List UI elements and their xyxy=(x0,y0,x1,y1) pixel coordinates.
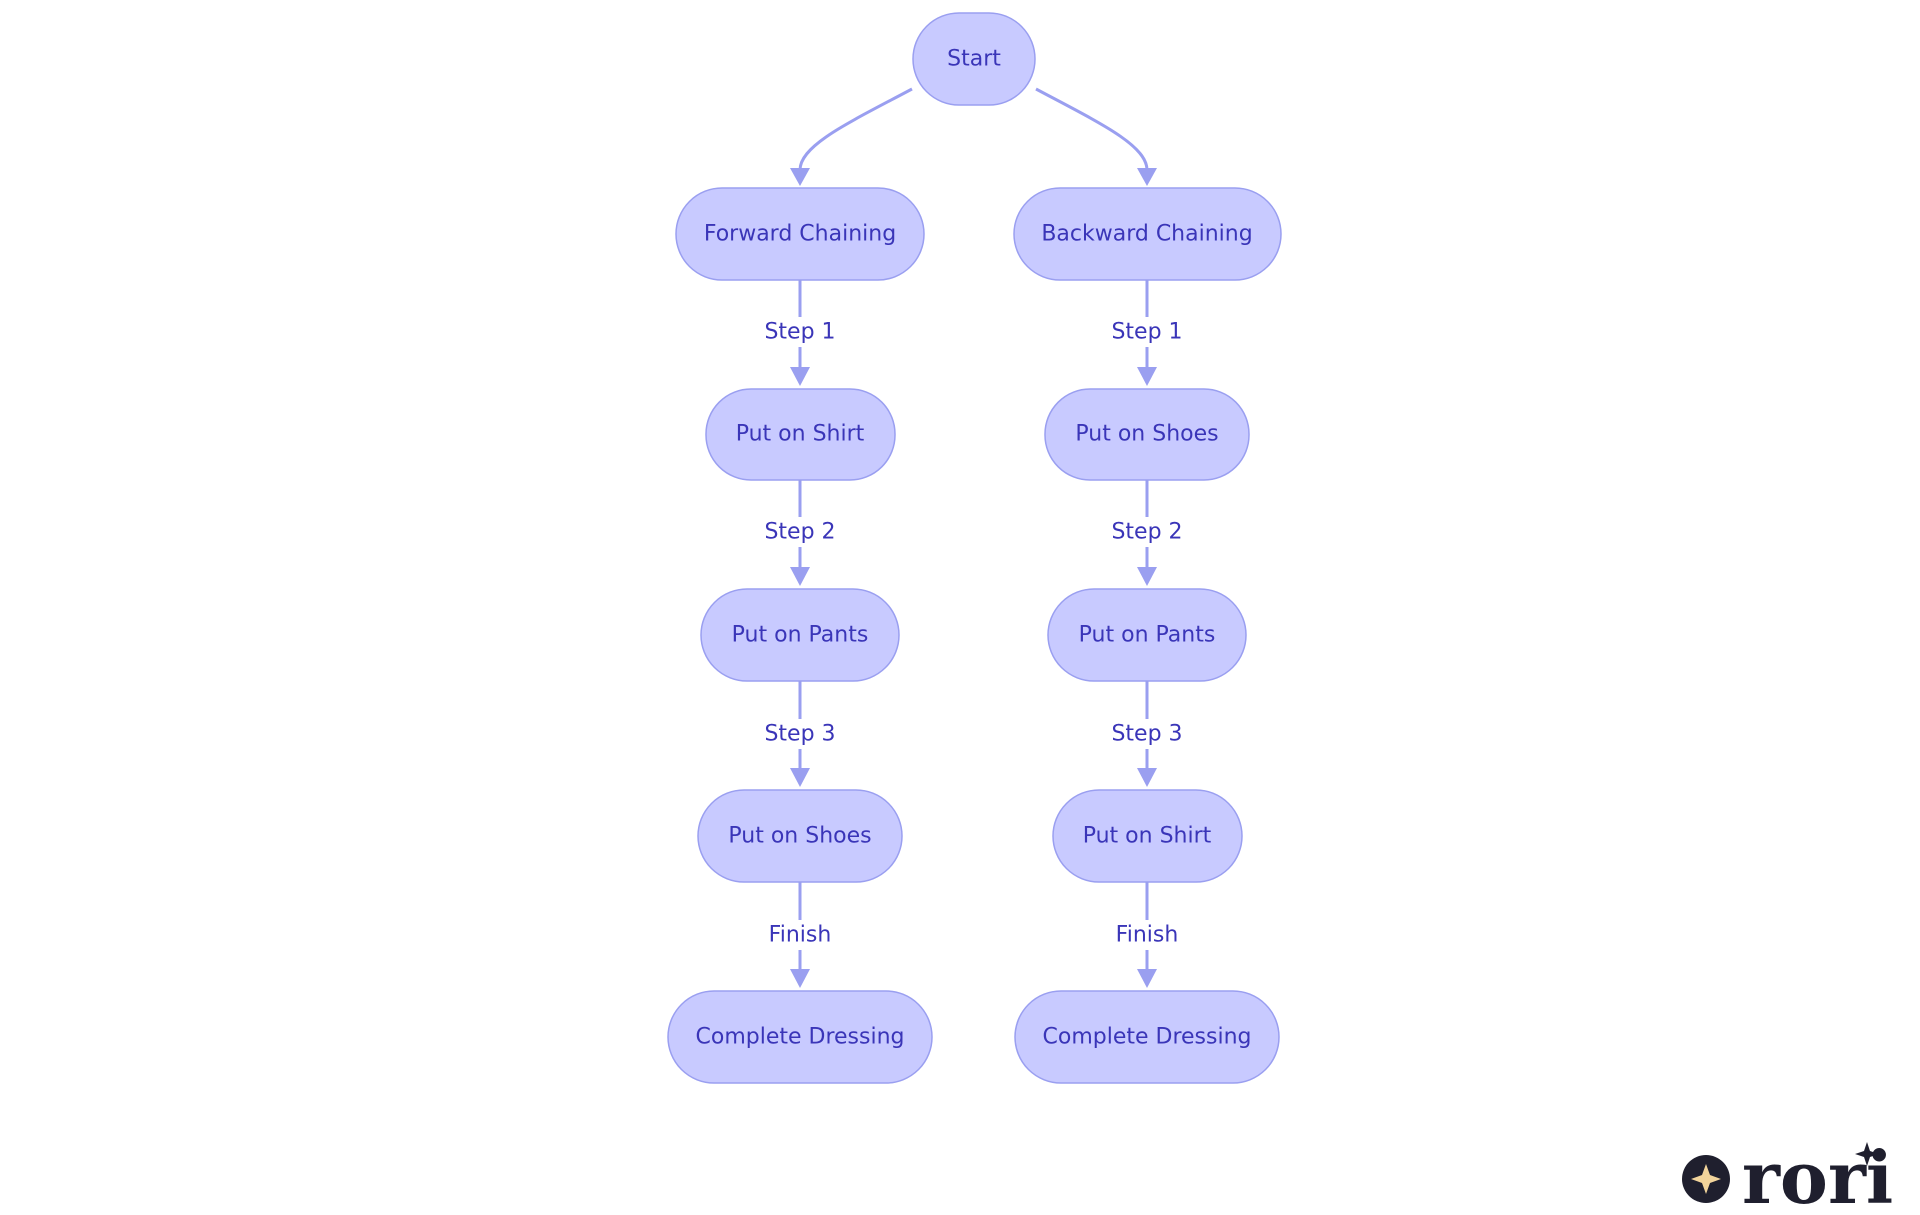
node-label: Complete Dressing xyxy=(696,1025,905,1050)
edge-label-bg xyxy=(1107,719,1187,749)
node-forward-put-on-shoes: Put on Shoes xyxy=(697,789,903,883)
arrow-head xyxy=(790,567,810,586)
arrow-head xyxy=(790,168,810,186)
node-backward-chaining: Backward Chaining xyxy=(1013,187,1282,281)
node-forward-put-on-shirt: Put on Shirt xyxy=(705,388,896,481)
node-label: Put on Shoes xyxy=(1075,422,1218,447)
node-label: Put on Shoes xyxy=(728,824,871,849)
arrow-head xyxy=(790,969,810,988)
edge-label-step1: Step 1 xyxy=(1111,320,1182,345)
brand-logo: rori xyxy=(1682,1135,1893,1215)
node-label: Put on Pants xyxy=(732,623,869,648)
edge-start-forward xyxy=(798,87,913,172)
edge-label-bg xyxy=(1107,920,1187,950)
edge-start-backward xyxy=(1035,87,1149,172)
node-backward-complete-dressing: Complete Dressing xyxy=(1014,990,1280,1084)
edge-label-bg xyxy=(760,719,840,749)
arrow-head xyxy=(1137,567,1157,586)
node-forward-complete-dressing: Complete Dressing xyxy=(667,990,933,1084)
edge-label-bg xyxy=(760,920,840,950)
node-label: Put on Shirt xyxy=(736,422,865,447)
edge-label-finish: Finish xyxy=(1116,923,1179,948)
arrow-head xyxy=(1137,168,1157,186)
node-forward-put-on-pants: Put on Pants xyxy=(700,588,900,682)
edge-label-step2: Step 2 xyxy=(764,520,835,545)
edge-label-step2: Step 2 xyxy=(1111,520,1182,545)
node-backward-put-on-shirt: Put on Shirt xyxy=(1052,789,1243,883)
edge-label-bg xyxy=(1107,317,1187,347)
node-backward-put-on-shoes: Put on Shoes xyxy=(1044,388,1250,481)
logo-wordmark: rori xyxy=(1742,1135,1893,1215)
node-backward-put-on-pants: Put on Pants xyxy=(1047,588,1247,682)
edge-label-bg xyxy=(760,517,840,547)
edge-label-finish: Finish xyxy=(769,923,832,948)
arrow-head xyxy=(1137,367,1157,386)
sparkle-icon xyxy=(1691,1164,1721,1194)
node-forward-chaining: Forward Chaining xyxy=(675,187,925,281)
edge-label-step3: Step 3 xyxy=(764,722,835,747)
edge-label-bg xyxy=(760,317,840,347)
logo-star-icon xyxy=(1855,1142,1879,1166)
node-label: Complete Dressing xyxy=(1043,1025,1252,1050)
node-label: Forward Chaining xyxy=(704,222,896,247)
node-label: Put on Pants xyxy=(1079,623,1216,648)
node-label: Backward Chaining xyxy=(1041,222,1252,247)
node-start: Start xyxy=(912,12,1036,106)
node-label: Put on Shirt xyxy=(1083,824,1212,849)
arrow-head xyxy=(1137,768,1157,787)
edge-label-bg xyxy=(1107,517,1187,547)
edge-label-step3: Step 3 xyxy=(1111,722,1182,747)
arrow-head xyxy=(790,768,810,787)
arrow-head xyxy=(1137,969,1157,988)
arrow-head xyxy=(790,367,810,386)
edge-label-step1: Step 1 xyxy=(764,320,835,345)
node-label: Start xyxy=(947,47,1001,72)
